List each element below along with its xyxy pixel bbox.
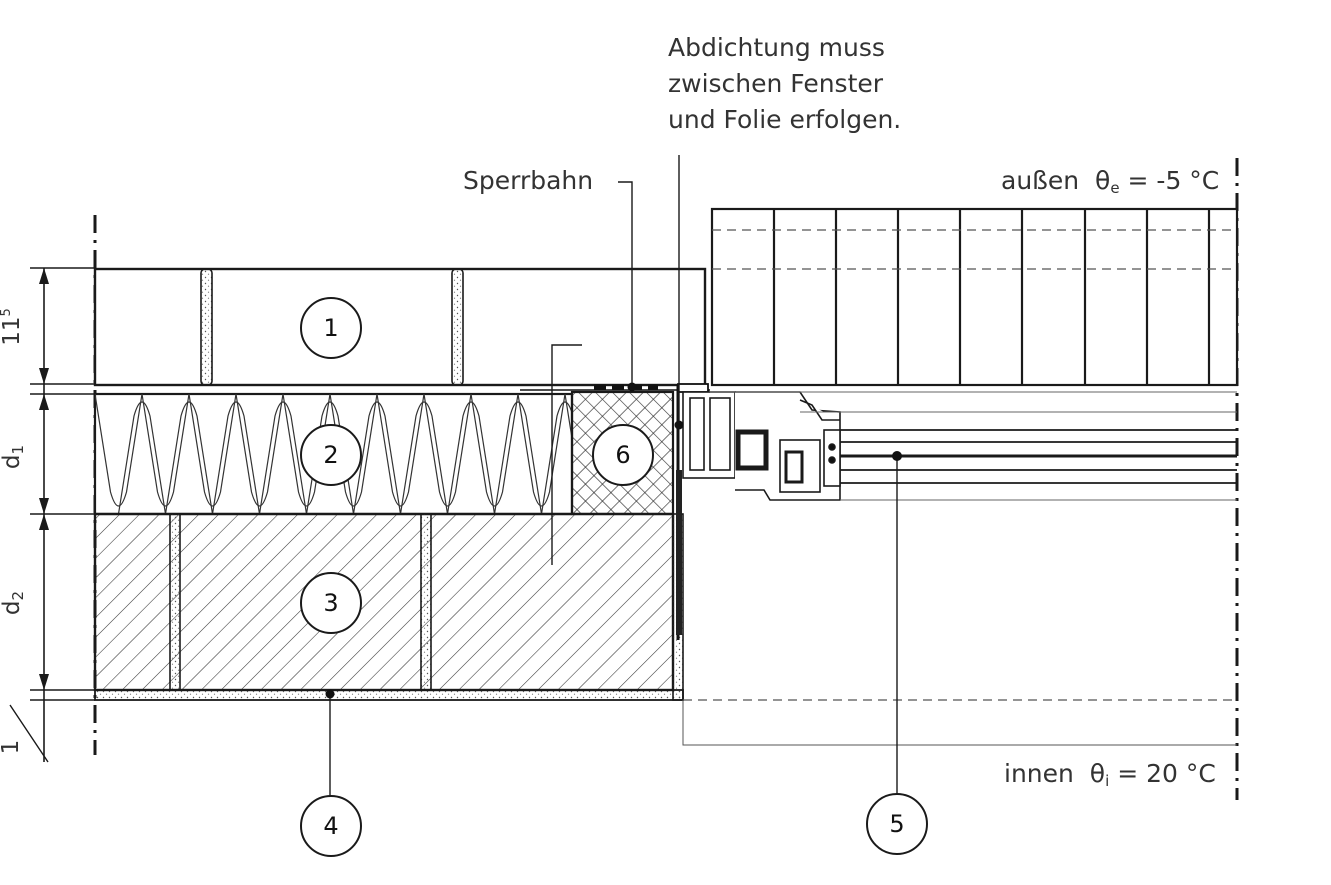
leader-dots <box>325 382 902 699</box>
dim-d1-sub: 1 <box>9 444 27 455</box>
insulation-loop-down <box>376 394 425 507</box>
brick-elevation <box>710 207 1239 387</box>
insulation-loop-up <box>352 401 402 514</box>
insulation-loop-up <box>211 401 261 514</box>
outside-label: außen θe = -5 °C <box>1001 163 1219 206</box>
outside-theta: θ <box>1095 166 1111 195</box>
insulation-loop-up <box>446 401 496 514</box>
dim-d1-value: d <box>0 454 25 470</box>
sperrbahn-label: Sperrbahn <box>463 166 594 195</box>
annotation-line-1: Abdichtung muss <box>668 33 885 62</box>
insulation-loop-up <box>164 401 214 514</box>
insulation-loop-up <box>305 401 355 514</box>
insulation-loop-down <box>141 394 190 507</box>
dimension-arrows <box>39 268 49 690</box>
insulation-loop-up <box>540 401 572 514</box>
dim-d2-sub: 2 <box>9 590 27 601</box>
facing-brick-layer <box>93 267 707 387</box>
callout-5: 5 <box>866 793 928 855</box>
dim-d2-value: d <box>0 600 25 616</box>
inside-word: innen <box>1004 759 1074 788</box>
annotation-line-2: zwischen Fenster <box>668 69 884 98</box>
dim-top-sup: 5 <box>0 308 14 317</box>
outside-theta-sub: e <box>1110 179 1120 197</box>
masonry-layer <box>93 512 675 692</box>
insulation-loop-up <box>399 401 449 514</box>
callout-3: 3 <box>300 572 362 634</box>
inside-value: = 20 °C <box>1117 759 1216 788</box>
insulation-loop-down <box>470 394 519 507</box>
outside-word: außen <box>1001 166 1080 195</box>
insulation-loop-down <box>329 394 378 507</box>
insulation-loop-down <box>423 394 472 507</box>
annotation-line-3: und Folie erfolgen. <box>668 105 902 134</box>
insulation-loop-up <box>493 401 543 514</box>
dim-bottom-value: 1 <box>0 739 24 755</box>
insulation-loop-up <box>117 401 167 514</box>
brick-elevation-dashes <box>712 229 1237 270</box>
dim-top-value: 11 <box>0 316 25 346</box>
callout-4: 4 <box>300 795 362 857</box>
insulation-loop-down <box>188 394 237 507</box>
interior-return-line <box>682 700 1237 746</box>
dimension-chain <box>30 267 95 762</box>
dim-top-label: 115 <box>0 307 29 347</box>
dim-bottom-label: 1 <box>0 732 28 762</box>
inside-theta: θ <box>1089 759 1106 788</box>
insulation-loop-down <box>517 394 566 507</box>
dim-d2-label: d2 <box>0 585 29 621</box>
window-frame <box>682 391 841 501</box>
insulation-loop-down <box>235 394 284 507</box>
glazing <box>710 391 1237 501</box>
insulation-loop-up <box>258 401 308 514</box>
callout-1: 1 <box>300 297 362 359</box>
insulation-loop-down <box>282 394 331 507</box>
dim-d1-label: d1 <box>0 439 29 475</box>
inside-theta-sub: i <box>1105 772 1110 790</box>
callout-2: 2 <box>300 424 362 486</box>
insulation-loop-down <box>95 394 143 507</box>
inside-label: innen θi = 20 °C <box>1004 756 1216 799</box>
outside-value: = -5 °C <box>1127 166 1220 195</box>
leader-lines <box>9 155 898 797</box>
callout-6: 6 <box>592 424 654 486</box>
